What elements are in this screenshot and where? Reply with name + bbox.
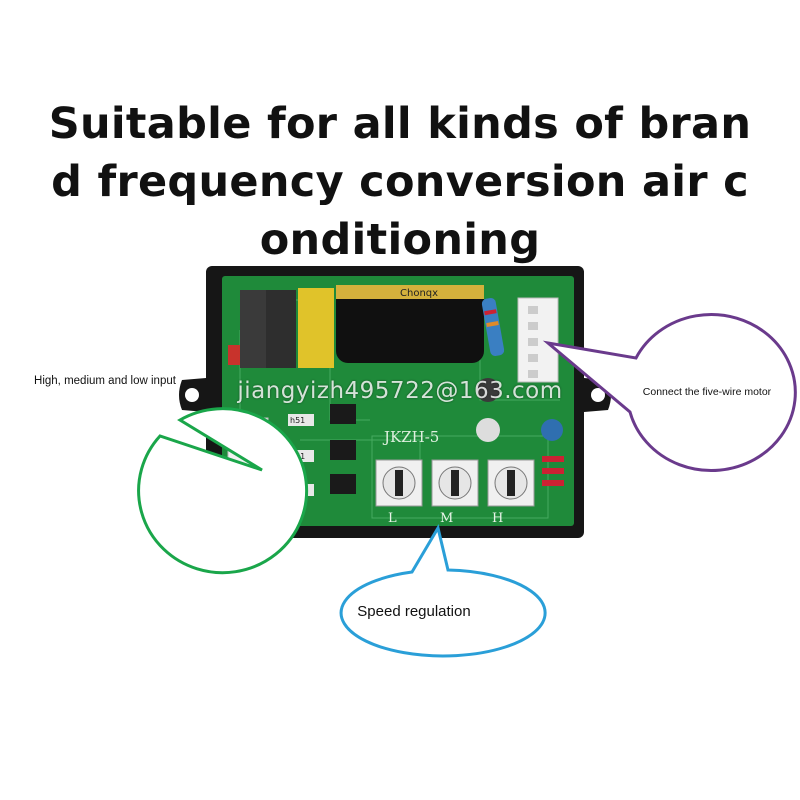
callout-right (542, 313, 797, 472)
knob-label-l: L (388, 511, 397, 526)
callout-left (137, 407, 309, 575)
callout-bottom (339, 524, 547, 658)
callout-bottom-text: Speed regulation (357, 603, 471, 620)
knob-high (487, 459, 535, 507)
blue-resistor (481, 298, 505, 356)
watermark-email: jiangyizh495722@163.com (237, 378, 563, 404)
knob-low (375, 459, 423, 507)
capacitor-brand: Chonqx (400, 288, 438, 299)
callout-left-text: High, medium and low input (34, 375, 176, 387)
headline-line-2: d frequency conversion air c (51, 157, 749, 207)
headline: Suitable for all kinds of bran d frequen… (0, 95, 800, 269)
board-model: JKZH-5 (382, 428, 439, 446)
connector-right (517, 297, 559, 383)
knob-label-h: H (492, 511, 503, 526)
relay-block (240, 288, 334, 368)
headline-line-3: onditioning (259, 215, 541, 265)
red-component (228, 345, 240, 365)
knob-label-m: M (440, 511, 453, 526)
electrolytic-capacitor: Chonqx (336, 285, 484, 363)
small-capacitors (476, 378, 563, 442)
potentiometers: L M H (375, 459, 535, 526)
callout-right-text: Connect the five-wire motor (642, 386, 772, 398)
resistor-mark-1: h51 (290, 416, 305, 425)
callouts (137, 313, 797, 658)
diodes (542, 456, 564, 486)
headline-line-1: Suitable for all kinds of bran (48, 99, 752, 149)
knob-medium (431, 459, 479, 507)
